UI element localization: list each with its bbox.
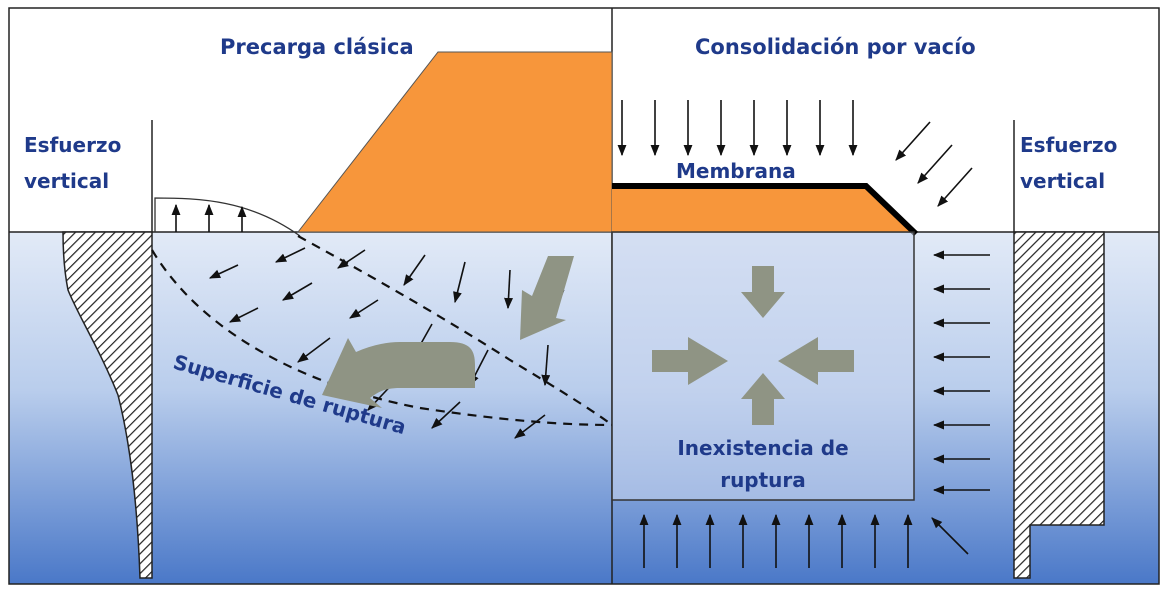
lateral-arrows-right — [931, 250, 990, 555]
left-title: Precarga clásica — [220, 35, 414, 59]
gray-flow-arrows-left — [322, 256, 574, 408]
vacuum-fill — [612, 186, 914, 232]
no-rupture-label-2: ruptura — [720, 468, 806, 492]
right-stress-label-1: Esfuerzo — [1020, 133, 1117, 157]
membrane-label: Membrana — [676, 159, 796, 183]
left-stress-label-2: vertical — [24, 169, 109, 193]
rupture-surface-outer — [297, 235, 613, 426]
embankment — [296, 51, 613, 233]
rupture-surface-inner — [151, 249, 613, 427]
uplift-arrows — [171, 203, 247, 232]
right-stress-profile — [1013, 231, 1105, 579]
left-stress-profile — [62, 231, 153, 579]
right-stress-label-2: vertical — [1020, 169, 1105, 193]
membrane-line — [612, 183, 919, 237]
left-stress-label-1: Esfuerzo — [24, 133, 121, 157]
upward-arrows-bottom — [639, 513, 913, 568]
gray-converging-arrows — [652, 266, 854, 425]
right-title: Consolidación por vacío — [695, 35, 976, 59]
uplift-curve — [154, 197, 301, 237]
soil-region — [9, 232, 1159, 584]
outer-frame — [8, 7, 1160, 585]
atmospheric-arrows — [617, 100, 973, 207]
no-rupture-label-1: Inexistencia de — [677, 436, 848, 460]
